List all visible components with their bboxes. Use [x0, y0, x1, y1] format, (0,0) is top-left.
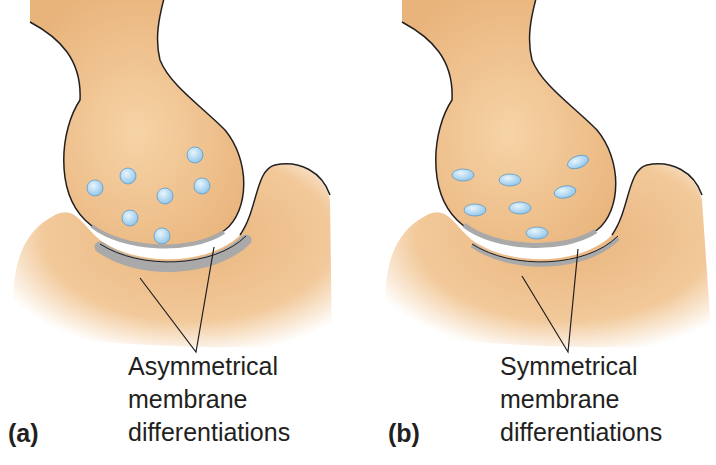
vesicle: [194, 178, 210, 194]
presynaptic-terminal: [30, 0, 244, 246]
vesicle: [499, 174, 521, 186]
cell-outline: [240, 164, 330, 235]
presynaptic-density: [92, 226, 224, 246]
panel-a: [13, 0, 332, 352]
cell-outline: [612, 164, 702, 235]
presynaptic-terminal: [402, 0, 616, 246]
vesicle: [120, 168, 136, 184]
panel-b: [385, 0, 712, 352]
leader-line: [140, 247, 214, 352]
annotation-label: Symmetrical membrane differentiations: [500, 350, 715, 449]
panel-letter: (a): [8, 417, 68, 450]
vesicle: [157, 188, 173, 204]
panel-letter: (b): [388, 417, 448, 450]
vesicle: [87, 180, 103, 196]
leader-line: [522, 249, 578, 352]
vesicles: [87, 147, 210, 244]
vesicle: [526, 227, 548, 239]
presynaptic-density: [464, 225, 596, 245]
cell-outline: [30, 0, 244, 246]
vesicle: [187, 147, 203, 163]
vesicle: [154, 228, 170, 244]
vesicle: [553, 184, 577, 200]
vesicle: [464, 204, 486, 216]
annotation-label: Asymmetrical membrane differentiations: [128, 350, 343, 449]
cell-outline: [402, 0, 616, 246]
vesicle: [452, 169, 474, 181]
vesicle: [509, 202, 531, 214]
vesicle: [122, 210, 138, 226]
vesicle: [566, 153, 591, 172]
vesicles: [452, 153, 590, 239]
